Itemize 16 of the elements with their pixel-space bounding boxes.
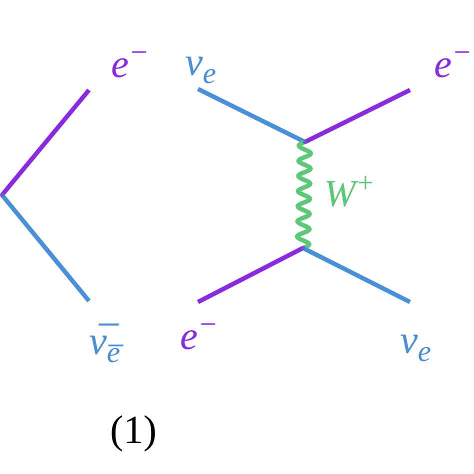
line	[304, 88, 411, 144]
line	[0, 88, 91, 196]
vertex-point	[301, 246, 305, 250]
wavy-line	[294, 140, 314, 250]
particle-label: ν$_{e}$	[185, 42, 216, 82]
vertex-point	[303, 140, 307, 144]
particle-label: e$^{−}$	[180, 316, 218, 356]
line	[302, 246, 412, 304]
particle-label: ν$_{e}$	[400, 320, 432, 360]
line	[197, 86, 306, 144]
vertex-point	[0, 193, 4, 197]
particle-label: e$^{−}$	[434, 44, 472, 84]
line	[0, 194, 91, 302]
line	[196, 246, 304, 304]
particle-label: e$^{−}$	[110, 44, 149, 84]
figure-number: (1)	[110, 410, 157, 450]
